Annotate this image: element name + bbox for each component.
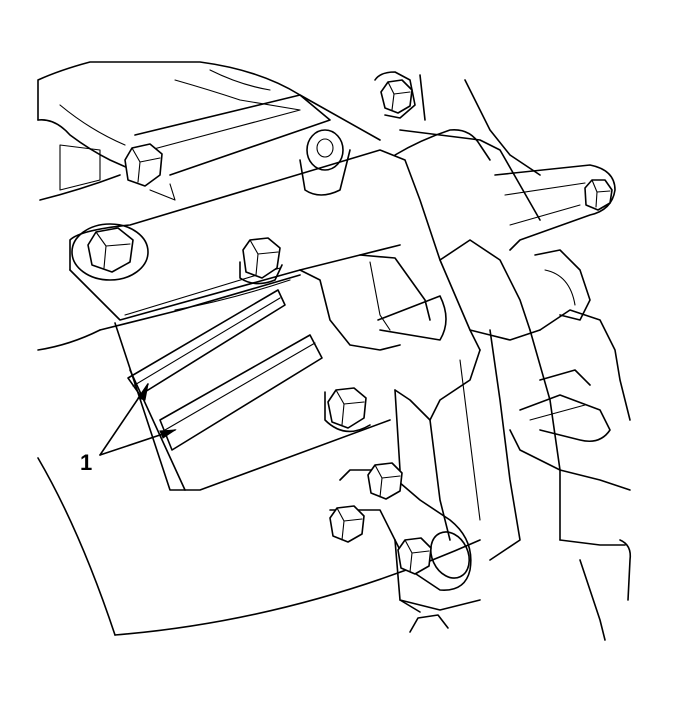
- top-boss: [299, 129, 351, 196]
- central-housing: [69, 149, 481, 491]
- lower-mounting-bracket: [329, 469, 481, 611]
- housing-hex-bolt-1: [71, 223, 149, 281]
- callout-leader-lines: [99, 383, 177, 456]
- right-mounting-plate: [394, 128, 561, 561]
- label-plate-lower: [159, 334, 323, 451]
- upper-left-bolt: [124, 143, 176, 201]
- bottom-partial-bolt: [399, 599, 449, 633]
- transmission-case-outline: [37, 61, 481, 636]
- lower-bolt-2: [329, 505, 365, 543]
- housing-hex-bolt-3: [324, 387, 371, 433]
- lower-bolt-3: [397, 537, 432, 575]
- lower-bolt-1: [367, 462, 403, 500]
- upper-pipe: [134, 94, 331, 176]
- label-plate-upper: [127, 289, 286, 396]
- housing-hex-bolt-2: [239, 237, 283, 285]
- callout-label-1: 1: [80, 450, 92, 475]
- right-bracket-arm: [494, 164, 616, 321]
- top-right-bolt: [374, 71, 541, 176]
- right-lower-assembly: [509, 309, 632, 641]
